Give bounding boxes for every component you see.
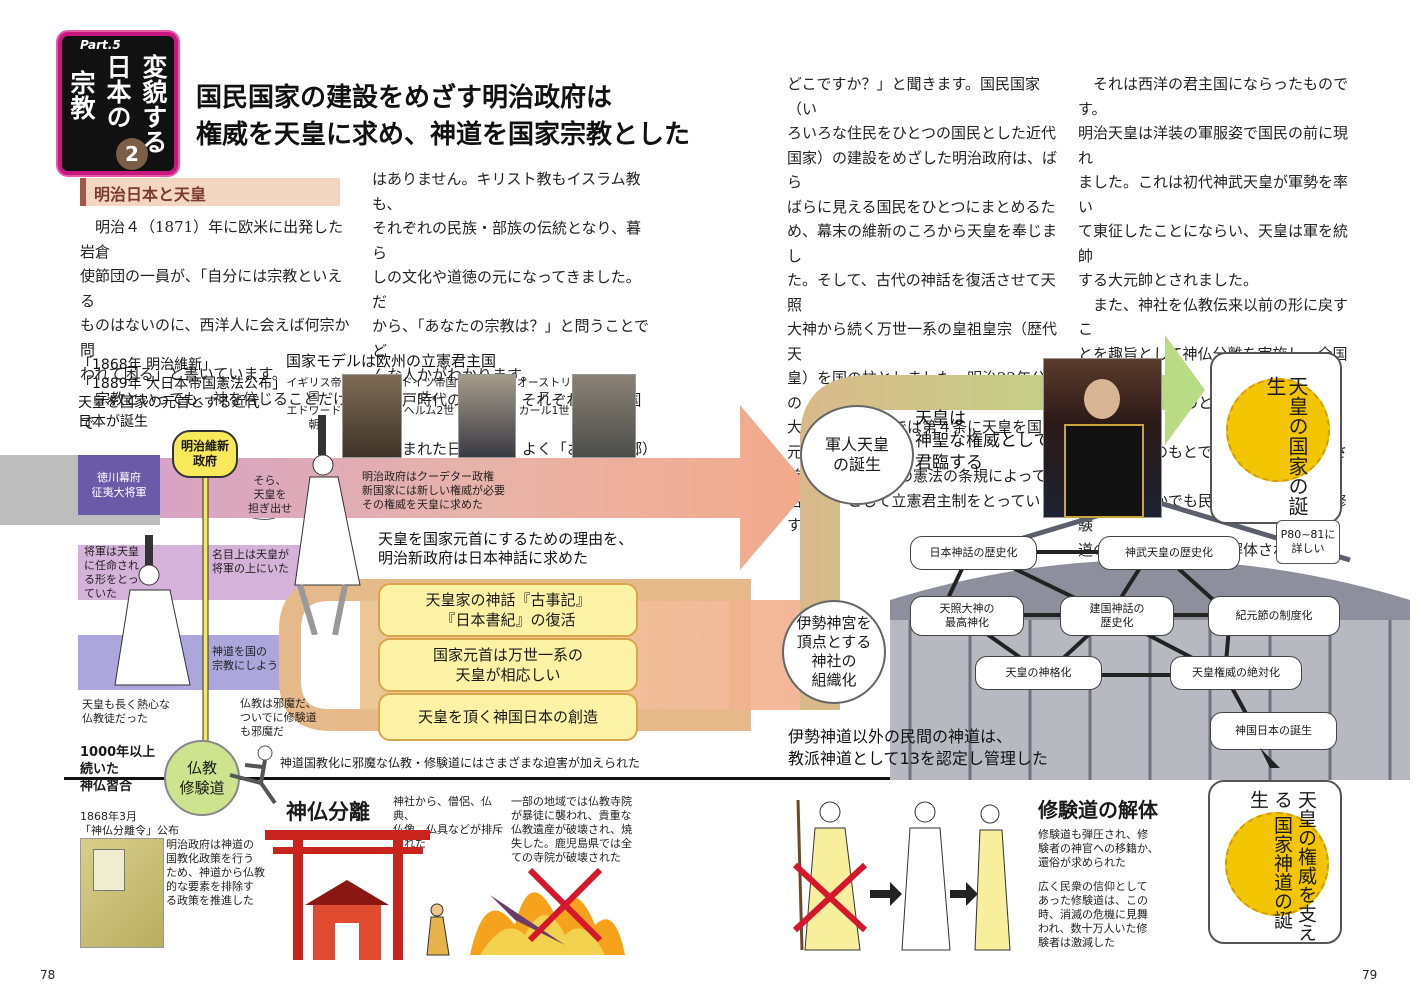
emperor-figure — [294, 415, 361, 635]
body-column-3: どこですか？」と聞きます。国民国家（い ろいろな住民をひとつの国民とした近代 国… — [787, 75, 1062, 534]
model-title: 国家モデルは欧州の立憲君主国 — [286, 352, 497, 370]
model-de-label: ドイツ帝国 ヴィ ヘルム2世 — [401, 376, 457, 417]
band-rising — [800, 335, 1205, 710]
page-number-right: 79 — [1362, 968, 1378, 982]
ise-organization-circle: 伊勢神宮を 頂点とする 神社の 組織化 — [782, 600, 886, 704]
military-emperor-circle: 軍人天皇 の誕生 — [800, 405, 914, 505]
down-arrow — [1260, 748, 1280, 768]
node-emperor-deified: 天皇の神格化 — [975, 656, 1102, 690]
buddhism-obstacle-note: 仏教は邪魔だ、 ついでに修験道 も邪魔だ — [240, 697, 317, 738]
shugendo-title: 修験道の解体 — [1038, 798, 1158, 822]
node-emperor-absolute: 天皇権威の絶対化 — [1170, 656, 1302, 690]
nation-emperor-box: 天皇の国家の誕生 — [1210, 352, 1342, 524]
portrait-meiji-emperor — [1043, 358, 1162, 518]
badge-text-1: 変貌する — [139, 54, 168, 154]
kicking-figure — [229, 745, 277, 805]
destruction-note: 一部の地域では仏教寺院 が暴徒に襲われ、貴重な 仏教遺産が破壊され、焼 失した。… — [511, 795, 633, 864]
portrait-karl — [572, 374, 636, 458]
emperor-buddhist-note: 天皇も長く熱心な 仏教徒だった — [82, 698, 170, 725]
band-pink-arrow — [160, 405, 810, 570]
coup-note: 明治政府はクーデター政権 新国家には新しい権威が必要 その権威を天皇に求めた — [362, 470, 505, 511]
page-reference-note: P80~81に 詳しい — [1276, 520, 1340, 564]
meiji-gov-tag: 明治維新 政府 — [172, 430, 238, 478]
sect-shinto-note: 伊勢神道以外の民間の神道は、 教派神道として13を認定し管理した — [788, 727, 1048, 768]
chapter-number: 2 — [116, 138, 148, 170]
shogun-figure — [114, 535, 191, 686]
reason-note: 天皇を国家元首にするための理由を、 明治新政府は日本神話に求めた — [378, 530, 634, 567]
state-shinto-box: 天皇の権威を支える 国家神道の誕生 — [1208, 780, 1342, 944]
separation-title: 神仏分離 — [286, 800, 370, 824]
restoration-note: 「1868年 明治維新」 「1889年 大日本帝国憲法公布」 天皇を国家の元首と… — [78, 357, 287, 430]
divider-line — [64, 777, 1182, 780]
decree-note: 明治政府は神道の 国教化政策を行う ため、神道から仏教 的な要素を排除す る政策… — [166, 838, 265, 907]
shrine-and-fire-illustration — [265, 830, 625, 960]
model-uk-label: イギリス帝国 エドワード朝 — [286, 376, 342, 431]
myth-box-lineage: 国家元首は万世一系の 天皇が相応しい — [378, 638, 638, 692]
nominal-note: 名目上は天皇が 将軍の上にいた — [212, 548, 289, 575]
shogun-note: 将軍は天皇 に任命され る形をとっ ていた — [84, 545, 139, 600]
decree-document-image — [80, 838, 164, 948]
node-divine-nation: 神国日本の誕生 — [1210, 712, 1337, 750]
divine-reign-label: 天皇は 神聖な権威として 君臨する — [915, 409, 1051, 473]
part-badge: Part.5 変貌する 日本の 宗教 — [58, 32, 178, 175]
section-heading-text: 明治日本と天皇 — [94, 185, 207, 204]
tokugawa-label: 徳川幕府 征夷大将軍 — [78, 455, 160, 515]
node-jimmu-historicized: 神武天皇の歴史化 — [1098, 536, 1240, 570]
heading-bar — [80, 178, 86, 206]
page-title: 国民国家の建設をめざす明治政府は 権威を天皇に求め、神道を国家宗教とした — [196, 83, 691, 150]
myth-box-kojiki: 天皇家の神話『古事記』 『日本書紀』の復活 — [378, 583, 638, 637]
shugendo-note-1: 修験道も弾圧され、修 験者の神官への移籍か、 還俗が求められた — [1038, 828, 1159, 869]
model-at-label: オーストリア カール1世 — [516, 376, 572, 417]
portrait-edward — [342, 374, 402, 458]
syncretism-label: 1000年以上 続いた 神仏習合 — [80, 745, 156, 794]
persecution-note: 神道国教化に邪魔な仏教・修験道にはさまざまな迫害が加えられた — [280, 756, 641, 770]
node-myth-historicized: 日本神話の歴史化 — [910, 536, 1037, 570]
myth-box-divine-nation: 天皇を頂く神国日本の創造 — [378, 693, 638, 741]
part-label: Part.5 — [80, 38, 121, 52]
state-religion-note: 神道を国の 宗教にしよう — [212, 645, 278, 672]
shugendo-note-2: 広く民衆の信仰として あった修験道は、この 時、消滅の危機に見舞 われ、数十万人… — [1038, 880, 1148, 949]
speech-sora: そら、 天皇を 担ぎ出せ — [248, 474, 292, 515]
shugendo-figures — [792, 799, 1011, 951]
node-founding-myth: 建国神話の 歴史化 — [1060, 596, 1174, 636]
portrait-wilhelm — [458, 374, 516, 458]
badge-text-2: 日本の — [103, 54, 132, 129]
page-number-left: 78 — [40, 968, 56, 982]
nation-emperor-label: 天皇の国家の誕生 — [1263, 376, 1309, 516]
node-amaterasu-supreme: 天照大神の 最高神化 — [910, 596, 1024, 636]
node-kigensetsu: 紀元節の制度化 — [1208, 596, 1340, 636]
decree-date-label: 1868年3月 「神仏分離令」公布 — [80, 810, 179, 837]
badge-text-3: 宗教 — [67, 70, 96, 120]
section-heading: 明治日本と天皇 — [80, 178, 340, 206]
state-shinto-label: 天皇の権威を支える 国家神道の誕生 — [1247, 790, 1317, 942]
body-column-1: 明治４（1871）年に欧米に出発した岩倉 使節団の一員が、「自分には宗教といえる… — [80, 218, 350, 432]
